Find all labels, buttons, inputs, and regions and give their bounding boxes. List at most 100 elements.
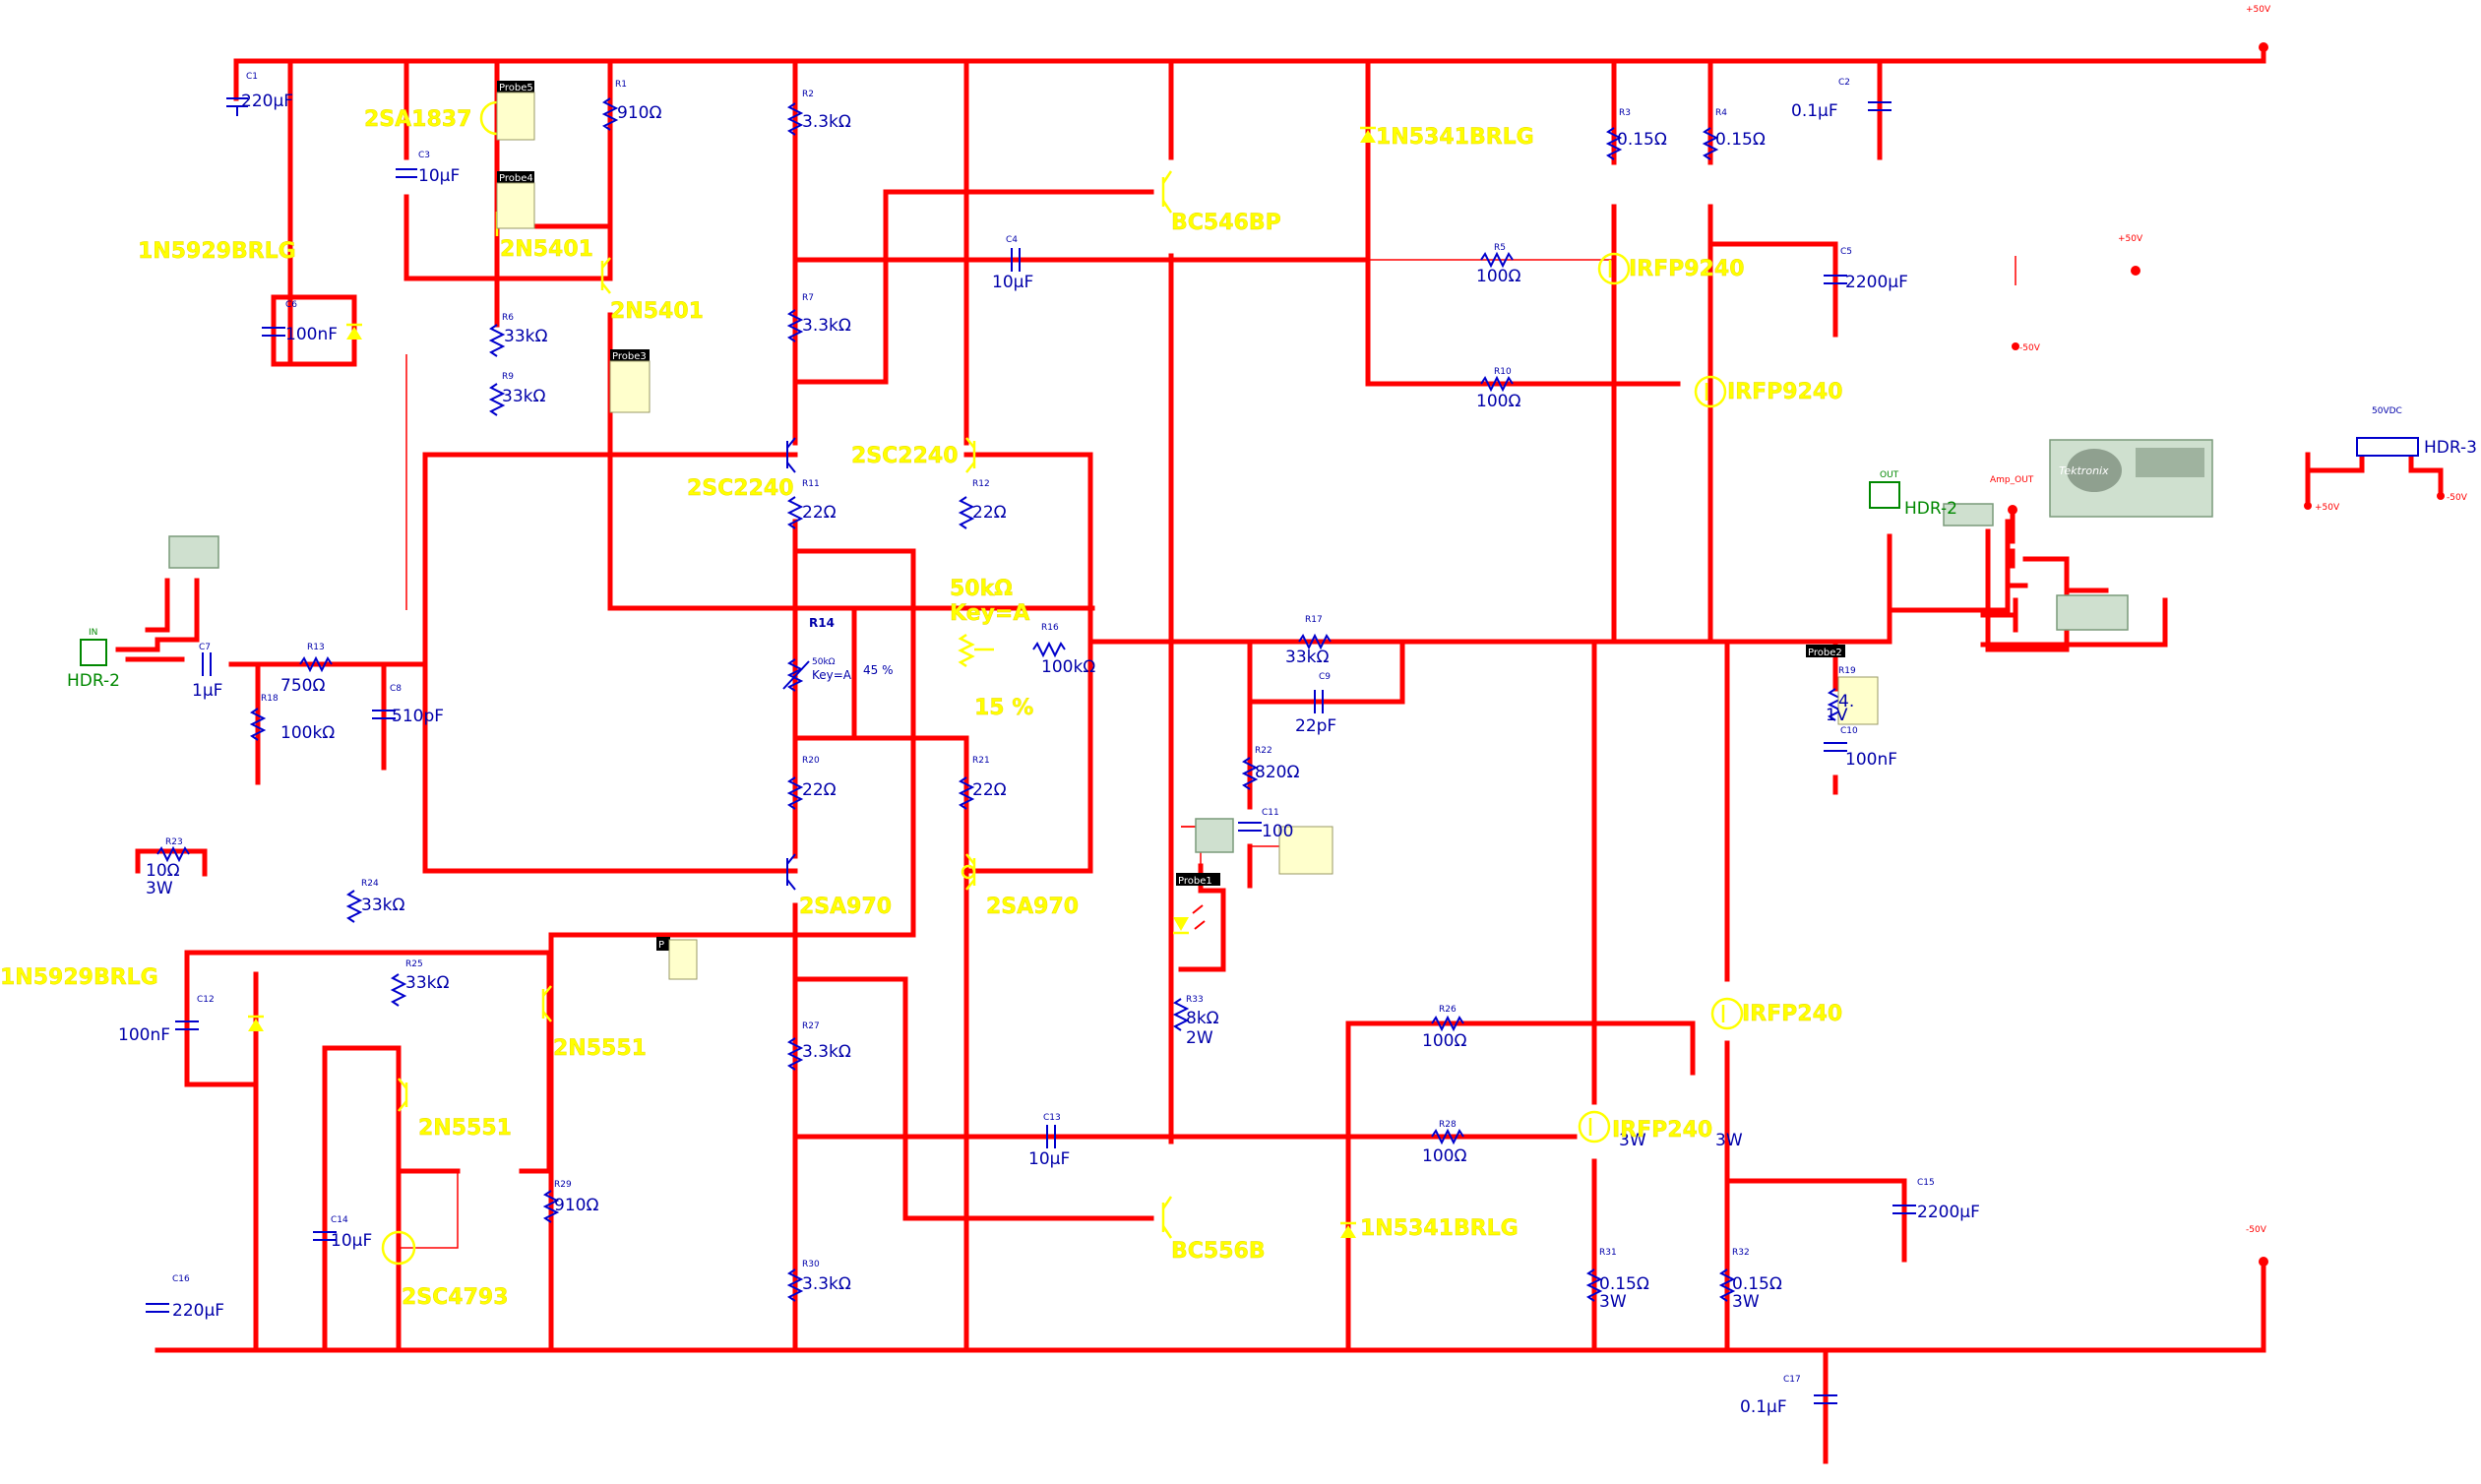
capacitor-c17[interactable] — [1814, 1394, 1837, 1404]
zener-1n5341brlg-lower[interactable] — [1340, 1221, 1356, 1238]
label-value-r27: 3.3kΩ — [802, 1042, 851, 1062]
neg-rail-wire[interactable] — [155, 1263, 2266, 1353]
label-value-r25: 33kΩ — [405, 973, 449, 993]
resistor-r17[interactable] — [1298, 633, 1332, 650]
capacitor-c7[interactable] — [202, 652, 212, 676]
capacitor-c13[interactable] — [1046, 1125, 1056, 1148]
resistor-r29[interactable] — [542, 1190, 560, 1223]
multimeter-right[interactable] — [2056, 594, 2129, 631]
resistor-r32[interactable] — [1718, 1268, 1736, 1302]
label-rating-r19: 1V — [1826, 706, 1848, 725]
mosfet-irfp9240-lower[interactable] — [1694, 375, 1727, 408]
resistor-r23[interactable] — [156, 845, 190, 863]
capacitor-c4[interactable] — [1011, 248, 1021, 272]
mosfet-irfp240-upper[interactable] — [1710, 997, 1744, 1030]
resistor-r20[interactable] — [786, 776, 804, 810]
pos-rail-probe[interactable] — [2131, 266, 2140, 276]
resistor-r6[interactable] — [488, 324, 506, 357]
neg-rail-terminal[interactable] — [2259, 1257, 2268, 1267]
hdr-psu-connector[interactable] — [2356, 437, 2419, 457]
capacitor-c3[interactable] — [396, 168, 417, 178]
resistor-r2[interactable] — [786, 102, 804, 136]
capacitor-c1[interactable] — [226, 97, 248, 116]
capacitor-c15[interactable] — [1892, 1205, 1916, 1214]
resistor-r22[interactable] — [1241, 757, 1259, 790]
resistor-r21[interactable] — [958, 776, 975, 810]
resistor-r5[interactable] — [1480, 251, 1514, 269]
pos-rail-terminal[interactable] — [2259, 42, 2268, 52]
resistor-r10[interactable] — [1480, 375, 1514, 393]
transistor-bc556b[interactable] — [1161, 1196, 1173, 1239]
potentiometer-r15[interactable] — [958, 633, 975, 668]
capacitor-c8[interactable] — [372, 710, 396, 719]
resistor-r7[interactable] — [786, 309, 804, 342]
capacitor-c14[interactable] — [313, 1231, 337, 1241]
resistor-r16[interactable] — [1032, 641, 1066, 658]
capacitor-c9[interactable] — [1314, 690, 1324, 713]
resistor-r31[interactable] — [1585, 1268, 1603, 1302]
zener-1n5929brlg-lower[interactable] — [248, 1015, 264, 1031]
capacitor-c11[interactable] — [1238, 822, 1262, 832]
mosfet-irfp240-lower[interactable] — [1578, 1110, 1611, 1144]
transistor-2sc2240-right[interactable] — [965, 437, 976, 473]
resistor-r26[interactable] — [1431, 1015, 1464, 1032]
label-ref-r5: R5 — [1494, 243, 1506, 253]
resistor-r19[interactable] — [1827, 688, 1844, 721]
resistor-r25[interactable] — [390, 973, 407, 1007]
label-value-c9: 22pF — [1295, 716, 1336, 736]
resistor-r13[interactable] — [299, 655, 333, 673]
transistor-bc546bp[interactable] — [1161, 170, 1173, 214]
potentiometer-r14[interactable] — [786, 658, 804, 692]
probe-3[interactable]: Probe3 — [609, 349, 651, 413]
probe-1[interactable]: Probe1 — [1176, 873, 1220, 887]
transistor-2sa970-right[interactable] — [961, 853, 976, 891]
label-value-r28: 100Ω — [1422, 1146, 1466, 1166]
multimeter-out[interactable] — [1943, 503, 1994, 526]
capacitor-c2[interactable] — [1868, 101, 1892, 111]
neg-rail-probe[interactable] — [2012, 342, 2019, 350]
capacitor-c12[interactable] — [175, 1020, 199, 1030]
amp-out-terminal[interactable] — [2008, 505, 2017, 515]
resistor-r27[interactable] — [786, 1037, 804, 1071]
capacitor-c10[interactable] — [1824, 742, 1847, 752]
mosfet-irfp9240-upper[interactable] — [1597, 252, 1631, 285]
pos-rail-wire[interactable] — [233, 48, 2266, 64]
label-ref-c10: C10 — [1840, 726, 1858, 736]
resistor-r28[interactable] — [1431, 1128, 1464, 1145]
resistor-r18[interactable] — [249, 708, 267, 741]
multimeter-center[interactable] — [1195, 818, 1234, 853]
resistor-r1[interactable] — [601, 97, 619, 131]
led-indicator[interactable] — [1173, 904, 1206, 935]
pot-r15-percent: 15 % — [974, 696, 1033, 720]
transistor-2sc4793[interactable] — [381, 1230, 416, 1266]
resistor-r11[interactable] — [786, 496, 804, 529]
label-ref-c15: C15 — [1917, 1178, 1935, 1188]
label-rating-r4: 3W — [1715, 1131, 1743, 1150]
resistor-r4[interactable] — [1702, 127, 1719, 160]
probe-2[interactable]: Probe2 — [1806, 645, 1879, 725]
transistor-2n5551-b[interactable] — [398, 1078, 408, 1112]
zener-1n5929brlg-upper[interactable] — [346, 323, 362, 340]
zener-1n5341brlg-upper[interactable] — [1360, 126, 1376, 143]
probe-5[interactable]: Probe5 — [496, 81, 535, 141]
resistor-r24[interactable] — [345, 890, 363, 923]
resistor-r30[interactable] — [786, 1268, 804, 1302]
transistor-2sa970-left[interactable] — [786, 853, 796, 891]
capacitor-c6[interactable] — [262, 327, 285, 337]
probe-4[interactable]: Probe4 — [496, 171, 535, 229]
capacitor-c5[interactable] — [1824, 275, 1847, 284]
transistor-2n5401-b[interactable] — [600, 257, 611, 294]
hdr-input-connector[interactable] — [80, 639, 107, 666]
transistor-2sc2240-left[interactable] — [786, 437, 796, 473]
hdr-output-connector[interactable] — [1869, 481, 1900, 509]
resistor-r3[interactable] — [1605, 127, 1623, 160]
resistor-r9[interactable] — [488, 383, 506, 416]
resistor-r12[interactable] — [958, 496, 975, 529]
probe-6[interactable]: P — [656, 937, 698, 980]
resistor-r33[interactable] — [1172, 998, 1190, 1031]
function-generator[interactable] — [168, 535, 219, 569]
capacitor-c16[interactable] — [146, 1303, 169, 1313]
transistor-2n5551-a[interactable] — [541, 985, 552, 1022]
